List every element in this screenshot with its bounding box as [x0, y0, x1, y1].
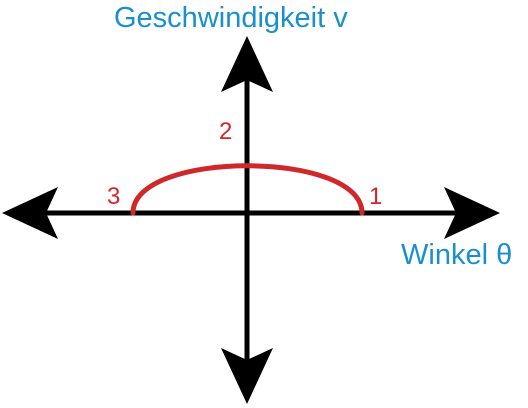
- y-axis-top-arrowhead: [221, 36, 273, 92]
- x-axis-right-arrowhead: [444, 187, 500, 239]
- point-label-1: 1: [369, 183, 383, 210]
- y-axis-bottom-arrowhead: [221, 348, 273, 404]
- point-label-3: 3: [107, 183, 121, 210]
- y-axis-label: Geschwindigkeit v: [114, 2, 348, 34]
- x-axis-label: Winkel θ: [401, 239, 513, 271]
- velocity-curve: [130, 163, 365, 216]
- x-axis-left-arrowhead: [2, 187, 58, 239]
- point-label-2: 2: [219, 118, 233, 145]
